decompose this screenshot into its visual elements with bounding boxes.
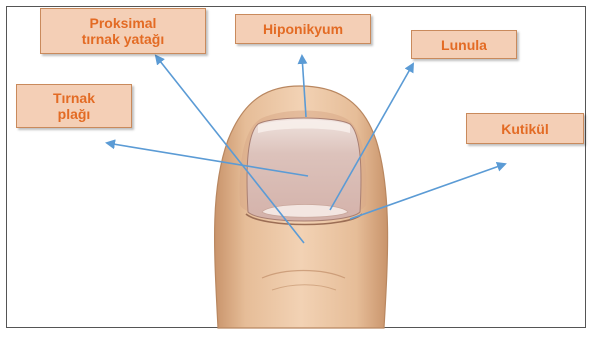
label-lunula: Lunula [411,30,517,59]
label-hiponikyum: Hiponikyum [235,14,371,44]
label-proksimal-line1: Proksimal [82,15,164,31]
label-tirnak-line2: plağı [53,106,95,122]
label-proksimal-tirnak-yatagi: Proksimal tırnak yatağı [40,8,206,54]
label-lunula-text: Lunula [441,37,487,53]
label-proksimal-line2: tırnak yatağı [82,31,164,47]
label-kutikul: Kutikül [466,113,584,144]
label-kutikul-text: Kutikül [501,121,548,137]
label-tirnak-plagi: Tırnak plağı [16,84,132,128]
label-hiponikyum-text: Hiponikyum [263,21,343,37]
label-tirnak-line1: Tırnak [53,90,95,106]
